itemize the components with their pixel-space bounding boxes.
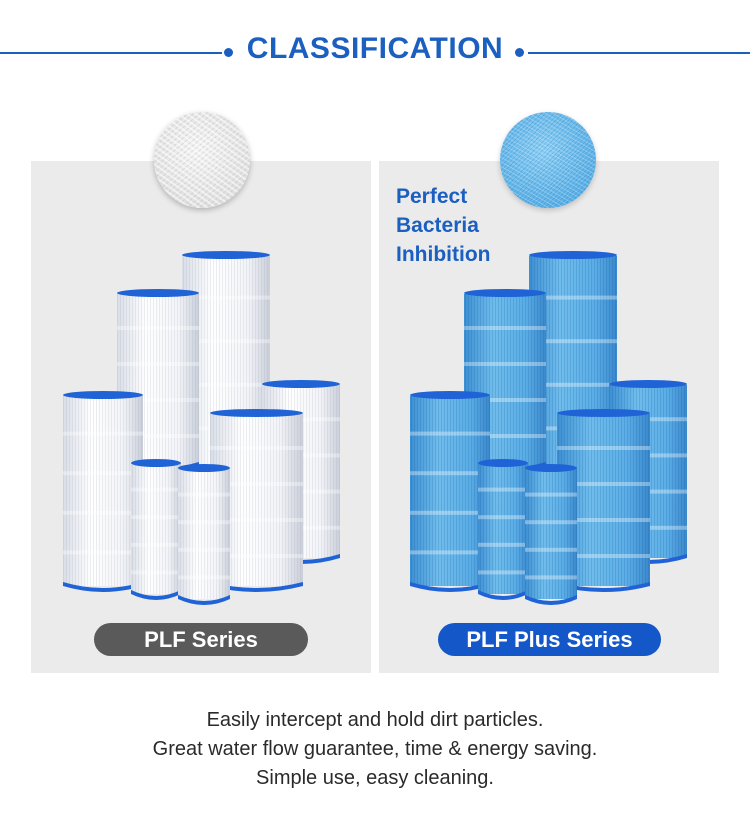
claim-line-2: Bacteria: [396, 214, 479, 237]
blue-cartridge: [410, 391, 490, 592]
filter-cartridges-illustration: [63, 251, 687, 605]
feature-line-1: Easily intercept and hold dirt particles…: [206, 709, 544, 731]
header-dot-right: [515, 48, 524, 57]
blue-filter-media-swatch: [500, 112, 596, 208]
white-cartridge: [63, 391, 143, 592]
blue-cartridge: [525, 464, 577, 605]
feature-line-2: Great water flow guarantee, time & energ…: [152, 738, 598, 760]
claim-line-1: Perfect: [396, 185, 468, 208]
antibacterial-claim: Perfect Bacteria Inhibition: [396, 182, 556, 269]
feature-line-3: Simple use, easy cleaning.: [256, 767, 494, 789]
plf-series-label: PLF Series: [94, 623, 308, 656]
blue-cartridge: [478, 459, 528, 600]
white-cartridge: [178, 464, 230, 605]
section-title: CLASSIFICATION: [246, 32, 504, 65]
white-filter-media-swatch: [154, 112, 250, 208]
header-rule-left: [0, 52, 222, 54]
feature-description: Easily intercept and hold dirt particles…: [0, 706, 750, 793]
plf-plus-series-label: PLF Plus Series: [438, 623, 661, 656]
claim-line-3: Inhibition: [396, 243, 491, 266]
section-header: CLASSIFICATION: [0, 30, 750, 76]
header-rule-right: [528, 52, 750, 54]
header-dot-left: [224, 48, 233, 57]
white-cartridge: [131, 459, 181, 600]
